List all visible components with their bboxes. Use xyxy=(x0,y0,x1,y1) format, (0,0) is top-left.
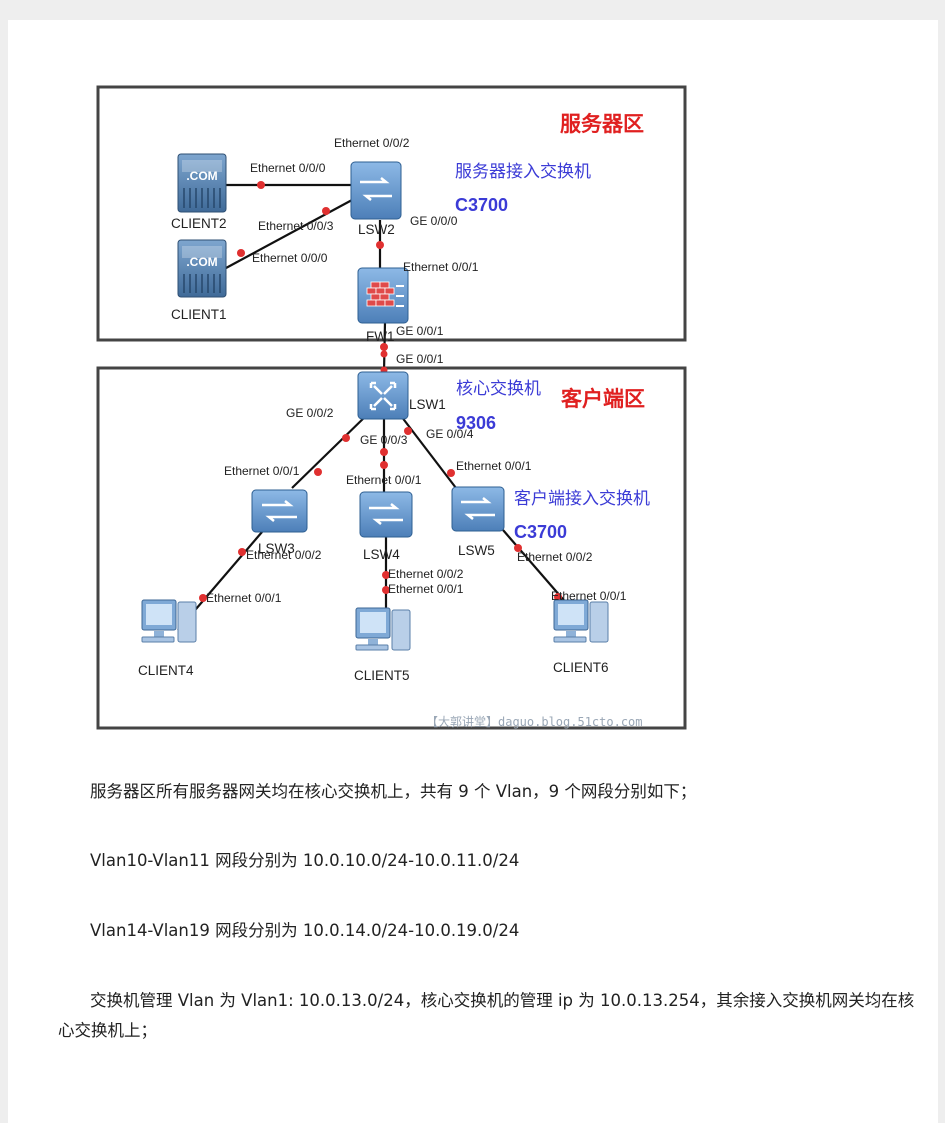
server-switch-model: C3700 xyxy=(455,195,508,215)
client6-pc-icon xyxy=(553,599,609,643)
port-label: Ethernet 0/0/2 xyxy=(388,567,464,581)
port-label: Ethernet 0/0/2 xyxy=(246,548,322,562)
com-label: .COM xyxy=(186,169,217,183)
server-zone-label: 服务器区 xyxy=(560,112,644,136)
paragraph-management-vlan: 交换机管理 Vlan 为 Vlan1: 10.0.13.0/24，核心交换机的管… xyxy=(58,991,915,1040)
client-switch-annotation: 客户端接入交换机 xyxy=(514,489,650,509)
client5-label: CLIENT5 xyxy=(354,668,410,683)
lsw2-label: LSW2 xyxy=(358,222,395,237)
port-label: Ethernet 0/0/1 xyxy=(206,591,282,605)
port-label: Ethernet 0/0/0 xyxy=(252,251,328,265)
port-label: GE 0/0/1 xyxy=(396,352,444,366)
client-switch-model: C3700 xyxy=(514,522,567,542)
client-zone-box xyxy=(96,366,687,730)
port-label: Ethernet 0/0/1 xyxy=(224,464,300,478)
port-label: GE 0/0/1 xyxy=(396,324,444,338)
core-switch-model: 9306 xyxy=(456,413,496,433)
port-label: Ethernet 0/0/1 xyxy=(388,582,464,596)
client5-pc-icon xyxy=(355,607,411,651)
port-label: Ethernet 0/0/2 xyxy=(334,136,410,150)
port-label: GE 0/0/3 xyxy=(360,433,408,447)
lsw1-core-switch-icon xyxy=(357,371,409,420)
port-label: Ethernet 0/0/1 xyxy=(551,589,627,603)
network-topology-diagram: .COM .COM xyxy=(96,85,687,730)
port-label: GE 0/0/2 xyxy=(286,406,334,420)
paragraph-server-vlans: 服务器区所有服务器网关均在核心交换机上，共有 9 个 Vlan，9 个网段分别如… xyxy=(90,782,697,801)
client-zone-label: 客户端区 xyxy=(561,387,645,411)
client2-label: CLIENT2 xyxy=(171,216,227,231)
lsw5-label: LSW5 xyxy=(458,543,495,558)
client1-label: CLIENT1 xyxy=(171,307,227,322)
lsw4-switch-icon xyxy=(359,491,413,538)
port-label: Ethernet 0/0/1 xyxy=(456,459,532,473)
server-switch-annotation: 服务器接入交换机 xyxy=(455,162,591,182)
port-label: Ethernet 0/0/3 xyxy=(258,219,334,233)
watermark: 【大郭讲堂】daguo.blog.51cto.com xyxy=(426,714,643,729)
com-label: .COM xyxy=(186,255,217,269)
port-label: Ethernet 0/0/0 xyxy=(250,161,326,175)
document-page: .COM .COM xyxy=(8,20,938,1123)
fw1-label: FW1 xyxy=(366,329,395,344)
client1-server-icon: .COM xyxy=(177,239,227,298)
fw1-firewall-icon xyxy=(357,267,409,324)
port-label: Ethernet 0/0/1 xyxy=(346,473,422,487)
paragraph-vlan14-19: Vlan14-Vlan19 网段分别为 10.0.14.0/24-10.0.19… xyxy=(90,921,520,940)
link-dots xyxy=(199,181,562,602)
client2-server-icon: .COM xyxy=(177,153,227,213)
port-label: GE 0/0/4 xyxy=(426,427,474,441)
port-label: Ethernet 0/0/2 xyxy=(517,550,593,564)
client6-label: CLIENT6 xyxy=(553,660,609,675)
client4-pc-icon xyxy=(141,599,197,643)
lsw2-switch-icon xyxy=(350,161,402,220)
paragraph-vlan10-11: Vlan10-Vlan11 网段分别为 10.0.10.0/24-10.0.11… xyxy=(90,851,520,870)
port-label: GE 0/0/0 xyxy=(410,214,458,228)
client4-label: CLIENT4 xyxy=(138,663,194,678)
lsw1-label: LSW1 xyxy=(409,397,446,412)
lsw3-label: LSW3 xyxy=(258,541,295,556)
lsw4-label: LSW4 xyxy=(363,547,400,562)
core-switch-annotation: 核心交换机 xyxy=(456,379,541,399)
lsw5-switch-icon xyxy=(451,486,505,532)
port-label: Ethernet 0/0/1 xyxy=(403,260,479,274)
lsw3-switch-icon xyxy=(251,489,308,533)
server-zone-box xyxy=(96,85,687,342)
